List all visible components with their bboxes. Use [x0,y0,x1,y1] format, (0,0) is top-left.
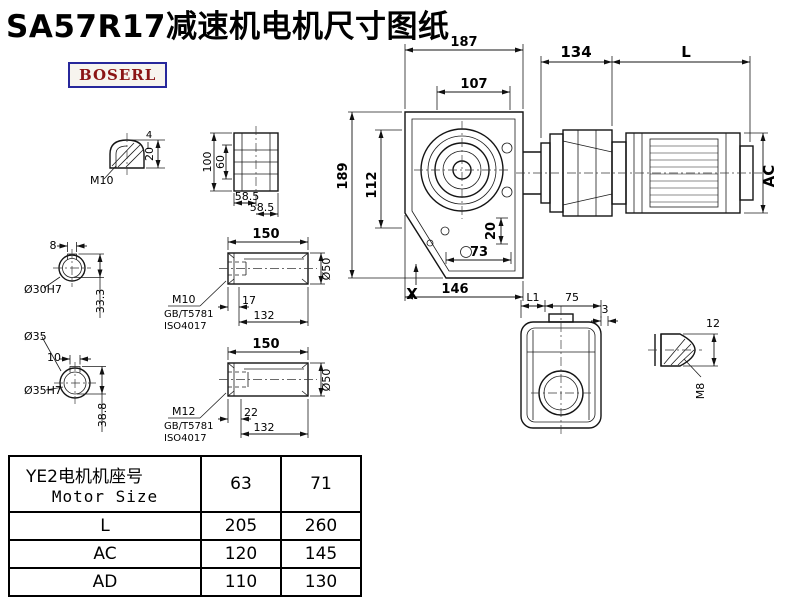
bore-label-30h7: Ø30H7 [24,283,62,296]
bore-section-35-view: 10 Ø35 Ø35H7 38.8 [24,330,109,432]
row-AC-value-71: 145 [280,539,362,569]
dim-73: 73 [470,245,488,260]
table-row-AC: AC 120 145 [8,539,362,569]
std-gb-shaft2: GB/T5781 [164,421,214,432]
std-iso-shaft2: ISO4017 [164,433,207,444]
dim-100: 100 [201,152,214,173]
row-L-value-63: 205 [200,511,282,541]
dim-AC: AC [760,165,778,188]
dim-12: 12 [706,317,720,330]
dim-189: 189 [336,162,351,189]
dim-187: 187 [450,35,477,50]
dim-10: 10 [47,351,61,364]
technical-drawing-canvas: 4 20 M10 100 60 58.5 58.5 [24,35,778,444]
table-header-row: YE2电机机座号 Motor Size 63 71 [8,455,362,513]
dim-20-main: 20 [484,222,499,240]
table-frame-size-71: 71 [280,455,362,513]
table-header-en: Motor Size [51,487,159,506]
motor-side-view: 134 L AC [516,43,778,217]
dim-20: 20 [143,147,156,161]
bore-section-30-view: 8 Ø30H7 33.3 [24,239,107,318]
dim-150-shaft1: 150 [252,227,279,242]
std-gb-shaft1: GB/T5781 [164,309,214,320]
thread-label-shaft2: M12 [172,405,196,418]
dim-58-5-b: 58.5 [250,201,275,214]
row-AC-value-63: 120 [200,539,282,569]
row-label-AD: AD [8,567,202,597]
dim-d50-shaft2: Ø50 [320,369,333,392]
dim-132-shaft1: 132 [254,309,275,322]
thread-label-m10: M10 [90,174,114,187]
dim-58-5-a: 58.5 [235,190,260,203]
dim-134: 134 [560,43,591,61]
row-AD-value-63: 110 [200,567,282,597]
page-title: SA57R17减速机电机尺寸图纸 [6,9,450,45]
thread-label-shaft1: M10 [172,293,196,306]
table-frame-size-63: 63 [200,455,282,513]
table-row-AD: AD 110 130 [8,567,362,597]
row-label-AC: AC [8,539,202,569]
dim-L: L [681,43,691,61]
table-row-L: L 205 260 [8,511,362,541]
thread-label-m8: M8 [694,383,707,400]
shaft-end-top-view: 4 20 M10 [90,130,165,187]
dim-38-8: 38.8 [96,403,109,428]
std-iso-shaft1: ISO4017 [164,321,207,332]
dim-146: 146 [441,282,468,297]
gearbox-front-view: 187 107 189 112 20 73 146 X [336,35,541,303]
bore-label-35h7: Ø35H7 [24,384,62,397]
dim-150-shaft2: 150 [252,337,279,352]
dim-75: 75 [565,291,579,304]
dim-d50-shaft1: Ø50 [320,258,333,281]
row-AD-value-71: 130 [280,567,362,597]
x-marker: X [406,285,418,303]
dim-22: 22 [244,406,258,419]
dim-60: 60 [214,155,227,169]
dim-112: 112 [365,171,380,198]
dim-132-shaft2: 132 [254,421,275,434]
dim-17: 17 [242,294,256,307]
flange-top-view: 100 60 58.5 58.5 [201,126,279,217]
dim-8: 8 [50,239,57,252]
rear-flange-view: L1 75 3 [520,291,618,436]
motor-size-table: YE2电机机座号 Motor Size 63 71 L 205 260 AC 1… [8,455,362,597]
dim-4: 4 [146,130,152,141]
row-label-L: L [8,511,202,541]
dim-L1: L1 [526,291,539,304]
dim-107: 107 [460,77,487,92]
shaft-end-bottom-view: 12 M8 [648,317,720,399]
row-L-value-71: 260 [280,511,362,541]
dim-3: 3 [602,303,609,316]
od-label-35: Ø35 [24,330,47,343]
table-header-cell: YE2电机机座号 Motor Size [8,455,202,513]
dim-33-3: 33.3 [94,289,107,314]
table-header-cn: YE2电机机座号 [26,467,143,487]
output-shaft-m10-view: 150 M10 GB/T5781 ISO4017 17 132 Ø50 [164,227,333,332]
output-shaft-m12-view: 150 M12 GB/T5781 ISO4017 22 132 Ø50 [164,337,333,444]
boserl-logo: BOSERL [68,62,168,88]
